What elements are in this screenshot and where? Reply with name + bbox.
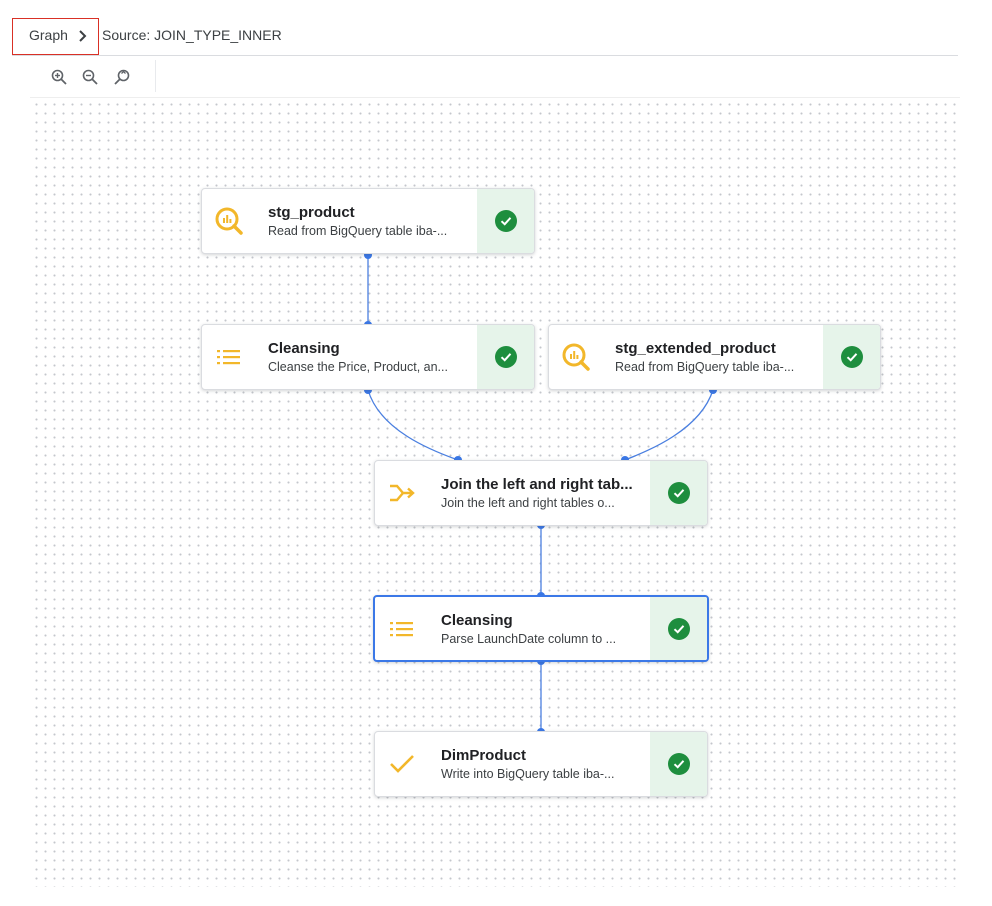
header-divider bbox=[12, 55, 958, 56]
zoom-out-button[interactable] bbox=[79, 66, 101, 88]
success-check-icon bbox=[667, 617, 690, 640]
list-icon bbox=[202, 325, 256, 389]
success-check-icon bbox=[667, 482, 690, 504]
node-join[interactable]: Join the left and right tab... Join the … bbox=[374, 460, 708, 526]
bigquery-icon bbox=[549, 325, 603, 389]
node-status bbox=[650, 461, 707, 525]
node-title: DimProduct bbox=[441, 747, 527, 764]
toolbar-separator bbox=[155, 60, 156, 92]
success-check-icon bbox=[840, 346, 863, 368]
breadcrumb-current: Source: JOIN_TYPE_INNER bbox=[102, 27, 282, 43]
node-title: stg_product bbox=[268, 204, 355, 221]
node-title: Cleansing bbox=[441, 612, 513, 629]
node-description: Read from BigQuery table iba-... bbox=[615, 360, 795, 374]
node-cleansing-1[interactable]: Cleansing Cleanse the Price, Product, an… bbox=[201, 324, 535, 390]
node-stg-extended-product[interactable]: stg_extended_product Read from BigQuery … bbox=[548, 324, 881, 390]
node-dim-product[interactable]: DimProduct Write into BigQuery table iba… bbox=[374, 731, 708, 797]
checkmark-icon bbox=[375, 732, 429, 796]
zoom-in-button[interactable] bbox=[48, 66, 70, 88]
node-title: Join the left and right tab... bbox=[441, 476, 633, 493]
bigquery-icon bbox=[202, 189, 256, 253]
zoom-in-icon bbox=[51, 69, 67, 85]
node-description: Join the left and right tables o... bbox=[441, 496, 615, 510]
breadcrumb-highlight bbox=[12, 18, 99, 55]
node-status bbox=[823, 325, 880, 389]
node-description: Write into BigQuery table iba-... bbox=[441, 767, 615, 781]
node-title: Cleansing bbox=[268, 340, 340, 357]
success-check-icon bbox=[494, 210, 517, 232]
node-description: Parse LaunchDate column to ... bbox=[441, 632, 617, 646]
node-title: stg_extended_product bbox=[615, 340, 776, 357]
zoom-out-icon bbox=[82, 69, 98, 85]
list-icon bbox=[375, 597, 429, 660]
success-check-icon bbox=[494, 346, 517, 368]
node-status bbox=[650, 597, 707, 660]
node-status bbox=[477, 189, 534, 253]
node-status bbox=[477, 325, 534, 389]
node-description: Cleanse the Price, Product, an... bbox=[268, 360, 448, 374]
join-icon bbox=[375, 461, 429, 525]
node-status bbox=[650, 732, 707, 796]
breadcrumb-graph-link[interactable]: Graph bbox=[29, 27, 68, 43]
zoom-reset-icon bbox=[114, 69, 130, 85]
node-cleansing-2[interactable]: Cleansing Parse LaunchDate column to ... bbox=[373, 595, 709, 662]
node-stg-product[interactable]: stg_product Read from BigQuery table iba… bbox=[201, 188, 535, 254]
chevron-right-icon bbox=[79, 30, 87, 42]
node-description: Read from BigQuery table iba-... bbox=[268, 224, 448, 238]
success-check-icon bbox=[667, 753, 690, 775]
zoom-reset-button[interactable] bbox=[111, 66, 133, 88]
